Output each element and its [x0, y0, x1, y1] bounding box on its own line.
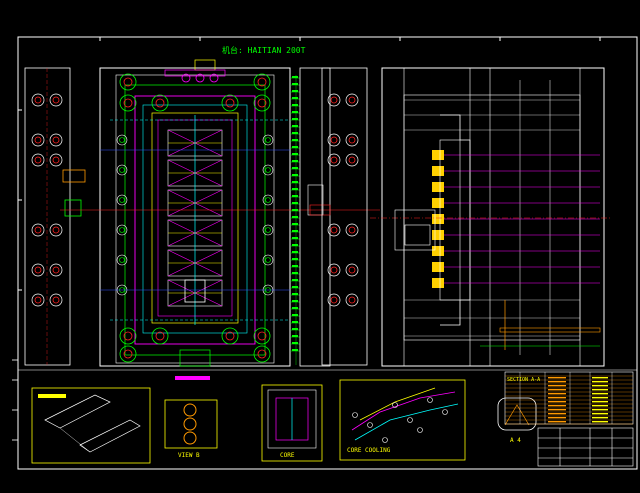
dimension-column	[290, 75, 300, 365]
right-hole-pattern	[327, 93, 359, 307]
left-hole-pattern	[31, 93, 63, 307]
middle-side-view[interactable]	[299, 67, 331, 367]
plan-side-holes	[116, 134, 274, 296]
cooling-lines	[60, 119, 380, 321]
view-b-box[interactable]	[164, 399, 218, 449]
section-ejector-pins	[404, 99, 580, 350]
sheet-size-label: A 4	[510, 437, 521, 444]
section-cooling-blocks	[432, 139, 600, 301]
machine-title-text: 机台: HAITIAN 200T	[222, 46, 306, 55]
core-box[interactable]	[261, 384, 323, 462]
left-side-view[interactable]	[24, 67, 86, 366]
left-margin-marks	[12, 359, 18, 441]
guide-pillars	[119, 73, 271, 363]
detail-a-view[interactable]	[497, 397, 537, 431]
right-side-view[interactable]	[321, 67, 368, 366]
main-plan-view[interactable]	[60, 59, 380, 380]
core-cooling-box[interactable]	[339, 379, 466, 461]
core-label: CORE	[280, 452, 295, 459]
title-block[interactable]	[537, 427, 634, 467]
core-cooling-label: CORE COOLING	[347, 447, 391, 454]
view-b-label: VIEW B	[178, 452, 200, 459]
section-view[interactable]	[370, 67, 610, 367]
iso-view-box[interactable]	[31, 387, 151, 464]
drawing-border	[17, 36, 638, 470]
section-label: SECTION A-A	[507, 377, 541, 383]
parts-list-table[interactable]	[504, 371, 634, 425]
